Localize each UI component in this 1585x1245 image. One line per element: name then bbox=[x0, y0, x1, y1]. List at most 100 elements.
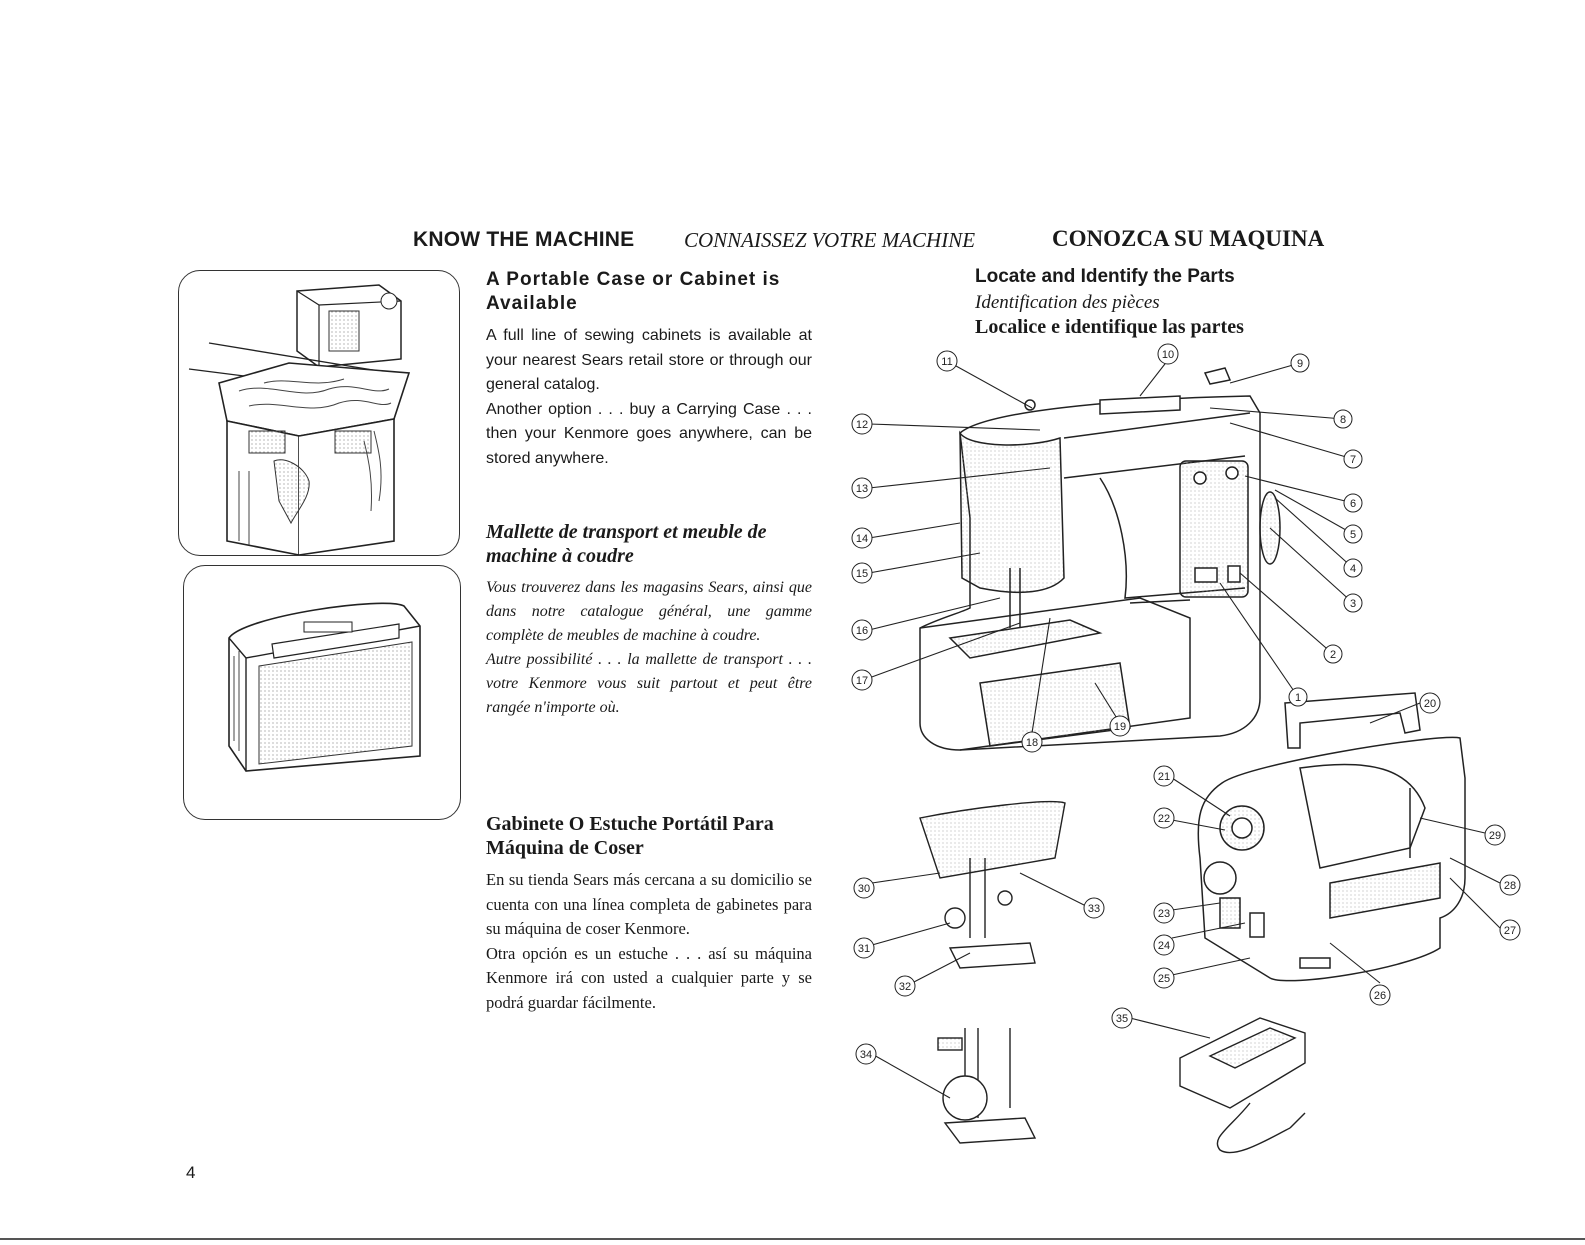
svg-text:15: 15 bbox=[856, 568, 868, 580]
callout-35: 35 bbox=[1111, 1007, 1133, 1029]
svg-text:3: 3 bbox=[1350, 598, 1356, 610]
english-paragraph-2: Another option . . . buy a Carrying Case… bbox=[486, 400, 812, 467]
header-title-french: CONNAISSEZ VOTRE MACHINE bbox=[684, 228, 976, 252]
svg-text:30: 30 bbox=[858, 883, 870, 895]
french-section: Mallette de transport et meuble de machi… bbox=[486, 520, 812, 720]
bottom-rule bbox=[0, 1238, 1585, 1240]
svg-text:24: 24 bbox=[1158, 940, 1170, 952]
svg-text:2: 2 bbox=[1330, 649, 1336, 661]
parts-heading-spanish: Localice e identifique las partes bbox=[975, 316, 1244, 338]
svg-text:29: 29 bbox=[1489, 830, 1501, 842]
callout-6: 6 bbox=[1343, 493, 1363, 513]
french-paragraph-2: Autre possibilité . . . la mallette de t… bbox=[486, 651, 812, 716]
svg-text:31: 31 bbox=[858, 943, 870, 955]
callout-21: 21 bbox=[1153, 765, 1175, 787]
callout-34: 34 bbox=[855, 1043, 877, 1065]
english-heading: A Portable Case or Cabinet is Available bbox=[486, 269, 781, 314]
callout-24: 24 bbox=[1153, 934, 1175, 956]
spanish-paragraph-2: Otra opción es un estuche . . . así su m… bbox=[486, 943, 812, 1012]
callout-2: 2 bbox=[1323, 644, 1343, 664]
leader-lines bbox=[868, 359, 1501, 1099]
english-section: A Portable Case or Cabinet is Available … bbox=[486, 268, 812, 471]
svg-text:19: 19 bbox=[1114, 721, 1126, 733]
header-title-spanish: CONOZCA SU MAQUINA bbox=[1052, 226, 1325, 251]
svg-text:7: 7 bbox=[1350, 454, 1356, 466]
callout-28: 28 bbox=[1499, 874, 1521, 896]
svg-text:28: 28 bbox=[1504, 880, 1516, 892]
callout-30: 30 bbox=[853, 877, 875, 899]
callout-16: 16 bbox=[851, 619, 873, 641]
carrying-case-drawing bbox=[228, 602, 421, 772]
callout-12: 12 bbox=[851, 413, 873, 435]
svg-text:26: 26 bbox=[1374, 990, 1386, 1002]
callout-circles: 1 2 3 4 5 6 7 8 9 10 11 12 13 14 15 16 1… bbox=[851, 343, 1521, 1065]
english-paragraph-1: A full line of sewing cabinets is availa… bbox=[486, 327, 812, 393]
callout-4: 4 bbox=[1343, 558, 1363, 578]
spanish-heading: Gabinete O Estuche Portátil Para Máquina… bbox=[486, 813, 774, 859]
main-machine-drawing bbox=[919, 367, 1281, 751]
callout-15: 15 bbox=[851, 562, 873, 584]
callout-3: 3 bbox=[1343, 593, 1363, 613]
spanish-paragraph-1: En su tienda Sears más cercana a su domi… bbox=[486, 870, 812, 938]
callout-13: 13 bbox=[851, 477, 873, 499]
callout-23: 23 bbox=[1153, 902, 1175, 924]
svg-text:6: 6 bbox=[1350, 498, 1356, 510]
callout-9: 9 bbox=[1290, 353, 1310, 373]
callout-7: 7 bbox=[1343, 449, 1363, 469]
svg-text:16: 16 bbox=[856, 625, 868, 637]
svg-text:17: 17 bbox=[856, 675, 868, 687]
svg-text:11: 11 bbox=[941, 356, 952, 368]
svg-text:27: 27 bbox=[1504, 925, 1516, 937]
svg-text:35: 35 bbox=[1116, 1013, 1128, 1025]
spanish-section: Gabinete O Estuche Portátil Para Máquina… bbox=[486, 812, 812, 1015]
callout-19: 19 bbox=[1109, 715, 1131, 737]
header-title-english: KNOW THE MACHINE bbox=[413, 228, 635, 251]
page-number: 4 bbox=[186, 1163, 196, 1182]
callout-1: 1 bbox=[1288, 687, 1308, 707]
parts-heading-french: Identification des pièces bbox=[975, 292, 1160, 313]
callout-14: 14 bbox=[851, 527, 873, 549]
callout-33: 33 bbox=[1083, 897, 1105, 919]
callout-8: 8 bbox=[1333, 409, 1353, 429]
carrying-case-illustration bbox=[183, 565, 461, 820]
svg-text:8: 8 bbox=[1340, 414, 1346, 426]
svg-text:12: 12 bbox=[856, 419, 868, 431]
callout-32: 32 bbox=[894, 975, 916, 997]
svg-text:34: 34 bbox=[860, 1049, 872, 1061]
callout-18: 18 bbox=[1021, 731, 1043, 753]
french-paragraph-1: Vous trouverez dans les magasins Sears, … bbox=[486, 579, 812, 644]
foot-control-drawing bbox=[1179, 1017, 1306, 1154]
callout-31: 31 bbox=[853, 937, 875, 959]
svg-text:5: 5 bbox=[1350, 529, 1356, 541]
svg-text:1: 1 bbox=[1295, 692, 1301, 704]
callout-26: 26 bbox=[1369, 984, 1391, 1006]
svg-text:20: 20 bbox=[1424, 698, 1436, 710]
svg-text:4: 4 bbox=[1350, 563, 1356, 575]
callout-5: 5 bbox=[1343, 524, 1363, 544]
callout-20: 20 bbox=[1419, 692, 1441, 714]
callout-29: 29 bbox=[1484, 824, 1506, 846]
svg-text:33: 33 bbox=[1088, 903, 1100, 915]
buttonhole-foot-drawing bbox=[937, 1028, 1037, 1144]
svg-text:14: 14 bbox=[856, 533, 868, 545]
back-machine-drawing bbox=[1197, 692, 1466, 982]
parts-heading-english: Locate and Identify the Parts bbox=[975, 266, 1235, 287]
svg-text:23: 23 bbox=[1158, 908, 1170, 920]
svg-text:13: 13 bbox=[856, 483, 868, 495]
svg-text:25: 25 bbox=[1158, 973, 1170, 985]
svg-text:18: 18 bbox=[1026, 737, 1038, 749]
svg-text:32: 32 bbox=[899, 981, 911, 993]
callout-10: 10 bbox=[1157, 343, 1179, 365]
svg-text:22: 22 bbox=[1158, 813, 1170, 825]
cabinet-illustration bbox=[178, 270, 460, 556]
callout-22: 22 bbox=[1153, 807, 1175, 829]
french-heading: Mallette de transport et meuble de machi… bbox=[486, 521, 767, 567]
callout-11: 11 bbox=[936, 350, 958, 372]
parts-diagram: 1 2 3 4 5 6 7 8 9 10 11 12 13 14 15 16 1… bbox=[851, 343, 1521, 1154]
callout-17: 17 bbox=[851, 669, 873, 691]
svg-text:9: 9 bbox=[1297, 358, 1303, 370]
svg-text:21: 21 bbox=[1158, 771, 1170, 783]
svg-text:10: 10 bbox=[1162, 349, 1174, 361]
sewing-cabinet-drawing bbox=[188, 284, 411, 555]
callout-27: 27 bbox=[1499, 919, 1521, 941]
